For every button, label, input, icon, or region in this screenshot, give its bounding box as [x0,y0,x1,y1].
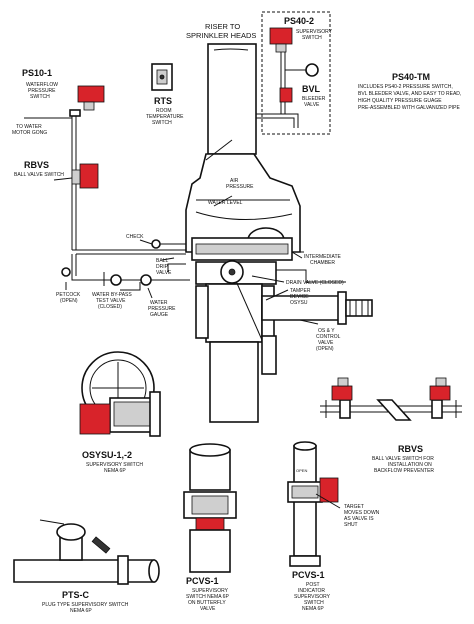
check-label: CHECK [126,234,144,240]
pcvs-post-desc-4: SWITCH [304,600,324,606]
rts-desc-2: TEMPERATURE [146,114,184,120]
rbvs-right-desc-3: BACKFLOW PREVENTER [374,468,434,474]
bvl-title: BVL [302,84,321,94]
target-4: SHUT [344,522,358,528]
pcvs-post-desc-2: INDICATOR [298,588,325,594]
osysu-desc-2: NEMA 6P [104,468,126,474]
tamper-1: TAMPER [290,288,311,294]
ptsc-desc-2: NEMA 6P [70,608,92,614]
ps10-1-waterflow-switch [69,85,105,117]
target-2: MOVES DOWN [344,510,380,516]
bvl-desc-1: BLEEDER [302,96,326,102]
intermediate-2: CHAMBER [310,260,335,266]
target-1: TARGET [344,504,364,510]
ball-drip-2: DRIP [156,264,169,270]
pcvs-post-title: PCVS-1 [292,570,325,580]
pcvs-post-desc-3: SUPERVISORY [294,594,331,600]
petcock-1: PETCOCK [56,292,81,298]
rbvs-left-desc: BALL VALVE SWITCH [14,172,64,178]
riser-label-line2: SPRINKLER HEADS [186,31,256,40]
tamper-3: OSYSU [290,300,308,306]
ptsc-title: PTS-C [62,590,90,600]
ps40-tm-desc-1: INCLUDES PS40-2 PRESSURE SWITCH, [358,84,453,90]
main-riser-pipe [151,43,373,423]
water-gauge-2: PRESSURE [148,306,176,312]
osysu-1-detail [79,351,161,437]
ps40-tm-desc-4: PRE-ASSEMBLED WITH GALVANIZED PIPE [358,105,460,111]
ps10-1-title: PS10-1 [22,68,52,78]
ball-drip-3: VALVE [156,270,172,276]
osysu-desc-1: SUPERVISORY SWITCH [86,462,143,468]
ps40-2-title: PS40-2 [284,16,314,26]
bypass-2: TEST VALVE [96,298,126,304]
ps40-tm-desc-2: BVL BLEEDER VALVE, AND EASY TO READ, [358,91,461,97]
pts-c-detail [13,519,160,585]
rts-desc-1: ROOM [156,108,172,114]
pcvs-post-desc-1: POST [306,582,320,588]
rbvs-right-desc-1: BALL VALVE SWITCH FOR [372,456,434,462]
rbvs-backflow-detail [320,377,462,421]
ptsc-desc-1: PLUG TYPE SUPERVISORY SWITCH [42,602,129,608]
rbvs-right-desc-2: INSTALLATION ON [388,462,432,468]
motor-gong-1: TO WATER [16,124,42,130]
drain-valve-label: DRAIN VALVE (CLOSED) [286,280,344,286]
water-gauge-3: GAUGE [150,312,169,318]
ps10-1-desc-3: SWITCH [30,94,50,100]
bypass-1: WATER BY-PASS [92,292,132,298]
air-pressure-1: AIR [230,178,239,184]
target-3: AS VALVE IS [344,516,374,522]
ps40-assembly [256,11,331,135]
ps10-1-desc-2: PRESSURE [28,88,56,94]
pcvs-1-butterfly-detail [183,443,237,573]
rbvs-ball-valve-switch-left [53,163,99,189]
osysu-title: OSYSU-1,-2 [82,450,132,460]
bvl-desc-2: VALVE [304,102,320,108]
pcvs-1-post-indicator-detail [287,441,341,567]
pcvs-bfly-desc-1: SUPERVISORY [192,588,229,594]
rts-desc-3: SWITCH [152,120,172,126]
water-gauge-1: WATER [150,300,168,306]
rts-title: RTS [154,96,172,106]
pcvs-bfly-desc-2: SWITCH NEMA 6P [186,594,229,600]
bypass-3: (CLOSED) [98,304,122,310]
riser-label-line1: RISER TO [205,22,240,31]
pcvs-bfly-title: PCVS-1 [186,576,219,586]
water-level-label: WATER LEVEL [208,200,243,206]
ps40-tm-title: PS40-TM [392,72,430,82]
open-label: OPEN [296,468,307,473]
ps40-tm-desc-3: HIGH QUALITY PRESSURE GUAGE [358,98,442,104]
leader-lines [65,139,319,325]
rbvs-left-title: RBVS [24,160,49,170]
motor-gong-2: MOTOR GONG [12,130,47,136]
ball-drip-1: BALL [156,258,168,264]
pcvs-bfly-desc-4: VALVE [200,606,216,612]
air-pressure-2: PRESSURE [226,184,254,190]
osy-1: OS & Y [318,328,335,334]
osy-3: VALVE [318,340,334,346]
osy-4: (OPEN) [316,346,334,352]
ps40-2-desc-1: SUPERVISORY [296,29,333,35]
intermediate-1: INTERMEDIATE [304,254,342,260]
rbvs-right-title: RBVS [398,444,423,454]
osy-2: CONTROL [316,334,341,340]
ps10-1-desc-1: WATERFLOW [26,82,58,88]
rts-room-temperature-switch [151,63,173,91]
petcock-2: (OPEN) [60,298,78,304]
ps40-2-desc-2: SWITCH [302,35,322,41]
pcvs-bfly-desc-3: ON BUTTERFLY [188,600,226,606]
pcvs-post-desc-5: NEMA 6P [302,606,324,612]
tamper-2: DEVICE [290,294,309,300]
